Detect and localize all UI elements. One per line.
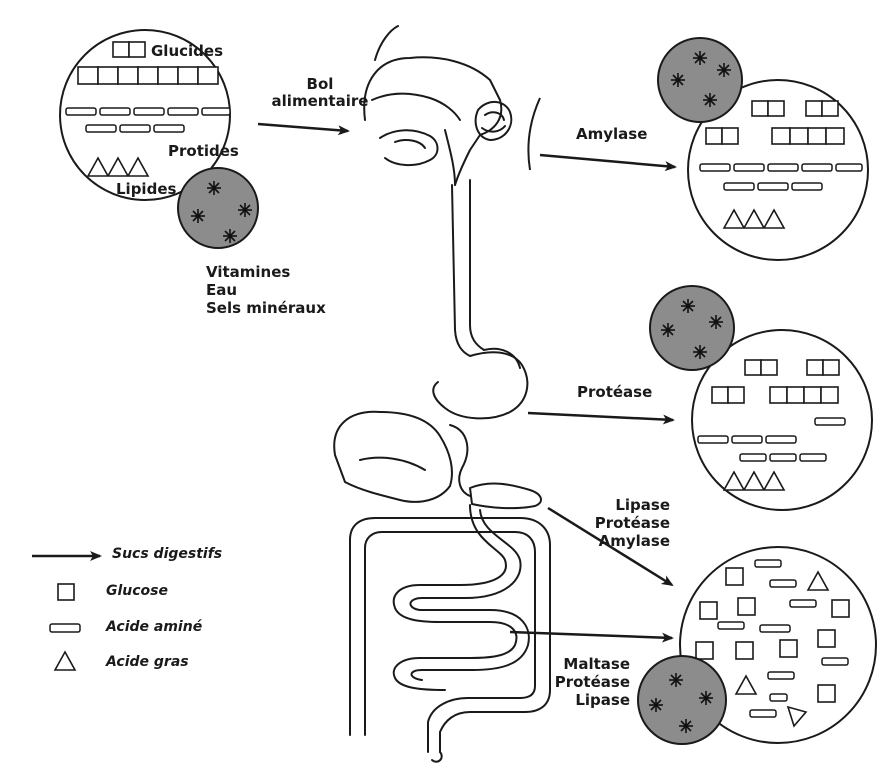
vitamins-circle-3 <box>638 656 726 744</box>
label-amylase: Amylase <box>576 126 647 143</box>
liver <box>334 412 452 502</box>
label-glucides: Glucides <box>151 43 223 60</box>
label-lipase-2: Lipase <box>520 692 630 709</box>
legend-glucose: Glucose <box>106 583 168 599</box>
label-maltase: Maltase <box>520 656 630 673</box>
arrow-amylase <box>540 155 675 167</box>
legend-acide-gras: Acide gras <box>106 654 189 670</box>
vitamins-circle-1 <box>658 38 742 122</box>
label-eau: Eau <box>206 282 237 299</box>
label-sels-mineraux: Sels minéraux <box>206 300 326 317</box>
label-vitamines: Vitamines <box>206 264 290 281</box>
label-lipides: Lipides <box>116 181 176 198</box>
label-protease-3: Protéase <box>520 674 630 691</box>
label-amylase-2: Amylase <box>560 533 670 550</box>
legend-triangle-icon <box>55 652 75 670</box>
vitamins-circle-2 <box>650 286 734 370</box>
salivary-gland <box>476 102 512 140</box>
label-bol: Bol <box>270 76 370 93</box>
label-lipase-1: Lipase <box>560 497 670 514</box>
legend-rod-icon <box>50 624 80 632</box>
label-protides: Protides <box>168 143 239 160</box>
digestive-tract <box>334 26 550 762</box>
label-protease-2: Protéase <box>560 515 670 532</box>
stomach <box>433 352 527 418</box>
large-intestine <box>350 518 550 752</box>
arrow-protease <box>528 413 673 420</box>
mouth-bracket <box>528 98 540 170</box>
esophagus <box>452 185 470 356</box>
label-alimentaire: alimentaire <box>270 93 370 110</box>
legend-square-icon <box>58 584 74 600</box>
head-outline <box>364 57 501 185</box>
legend-acide-amine: Acide aminé <box>106 619 202 635</box>
legend-symbols <box>32 556 100 670</box>
label-protease: Protéase <box>577 384 652 401</box>
vitamins-circle <box>178 168 258 248</box>
pancreas <box>470 484 541 509</box>
arrow-intake <box>258 124 348 131</box>
legend-sucs-digestifs: Sucs digestifs <box>112 546 222 562</box>
